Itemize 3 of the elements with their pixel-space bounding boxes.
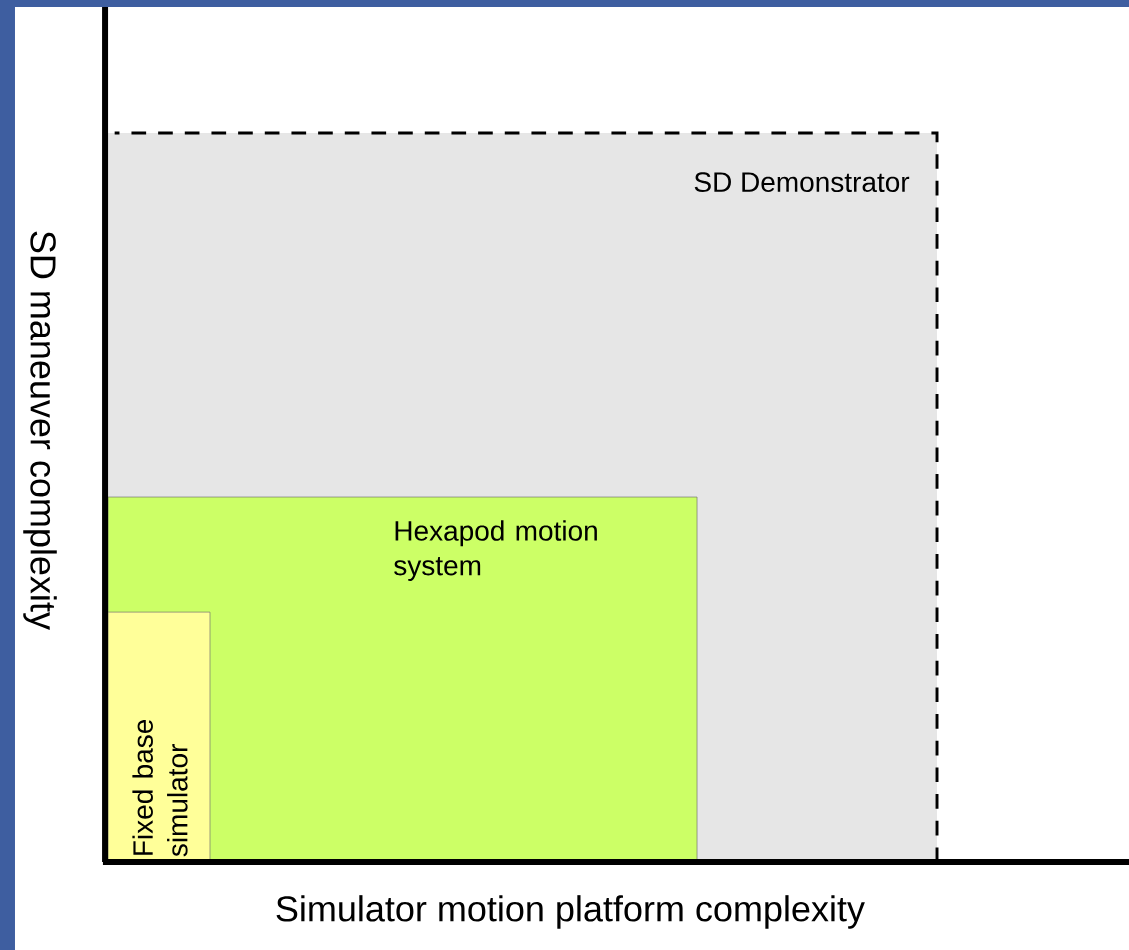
region-box: Fixed base simulator — [107, 611, 211, 863]
axis-label: Simulator motion platform complexity — [276, 895, 865, 929]
axis-label: SD maneuver complexity — [23, 231, 57, 630]
